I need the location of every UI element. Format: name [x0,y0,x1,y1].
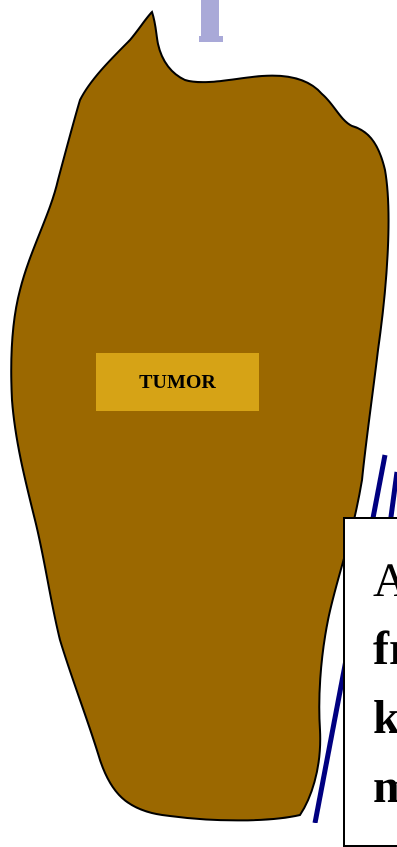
title-fragment [201,0,219,40]
callout-line-4: m [373,763,397,811]
callout-line-1: A [373,557,397,605]
tumor-shape [11,12,388,820]
diagram-canvas: TUMOR A fr k m [0,0,397,823]
diagram-svg [0,0,397,823]
tumor-label: TUMOR [96,353,259,411]
callout-line-2: fr [373,625,397,673]
title-fragment-serif [199,36,223,42]
callout-line-3: k [373,694,397,742]
callout-box: A fr k m [343,517,397,847]
